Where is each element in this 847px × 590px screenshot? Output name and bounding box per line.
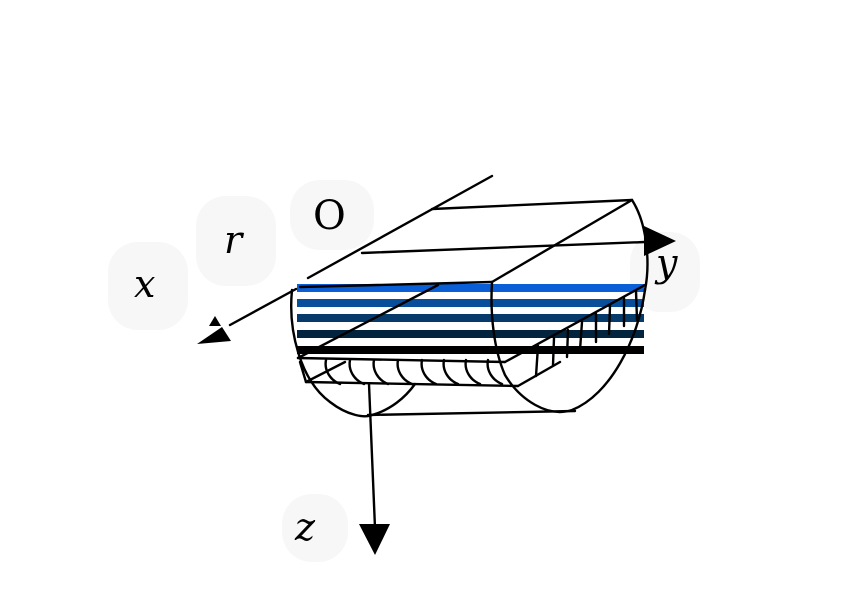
layer-band bbox=[297, 346, 644, 354]
x-axis-tick-marker bbox=[209, 316, 221, 326]
r-axis-label: r bbox=[224, 218, 245, 262]
layer-band bbox=[297, 299, 644, 307]
x-axis-label: x bbox=[134, 262, 155, 306]
layer-band bbox=[297, 314, 644, 322]
origin-label: O bbox=[313, 193, 346, 239]
left-cylinder-arc bbox=[290, 288, 417, 418]
slab-inner-diagonal bbox=[296, 283, 440, 360]
z-axis-arrowhead bbox=[359, 524, 390, 555]
label-halos bbox=[108, 180, 700, 562]
x-axis-arrowhead bbox=[197, 327, 231, 344]
slab-top-front-edge bbox=[298, 280, 494, 289]
hatch-tick bbox=[607, 304, 612, 336]
hatch-curve bbox=[372, 358, 390, 386]
x-axis-line bbox=[228, 287, 298, 327]
z-axis-label: z bbox=[294, 505, 316, 549]
hatch-curve bbox=[442, 358, 460, 386]
z-axis-line bbox=[367, 382, 377, 530]
axes bbox=[197, 226, 676, 555]
hatch-tick bbox=[634, 289, 639, 322]
slab-wireframe bbox=[290, 174, 649, 418]
hatch-tick bbox=[578, 320, 584, 352]
hatch-curve bbox=[348, 358, 366, 386]
hatch-tick bbox=[551, 336, 556, 367]
slab-top-back-edge bbox=[306, 174, 494, 280]
hatch-curve bbox=[464, 358, 482, 386]
side-hatching bbox=[534, 289, 639, 378]
layer-band bbox=[297, 330, 644, 338]
cylinder-base-line bbox=[366, 409, 577, 417]
layer-stack bbox=[297, 284, 644, 354]
slab-bottom-left-diagonal bbox=[304, 360, 347, 384]
slab-top-far-edge bbox=[430, 198, 634, 211]
right-cylinder-arc-front bbox=[490, 280, 647, 414]
hatch-curve bbox=[324, 358, 342, 386]
bottom-hatching bbox=[324, 358, 504, 386]
slab-top-right-edge bbox=[490, 198, 634, 284]
slab-bottom-left-side bbox=[298, 360, 308, 384]
y-axis-arrowhead bbox=[644, 226, 676, 256]
y-axis-label: y bbox=[654, 241, 678, 285]
hatch-curve bbox=[486, 358, 504, 386]
slab-bottom-front-edge bbox=[296, 356, 507, 364]
slab-right-diagonal bbox=[503, 283, 647, 364]
slab-top-mid-edge bbox=[360, 240, 647, 255]
hatch-tick bbox=[534, 344, 540, 378]
hatch-tick bbox=[565, 328, 570, 359]
hatch-curve bbox=[396, 358, 414, 386]
layer-band bbox=[297, 284, 644, 292]
hatch-curve bbox=[420, 358, 438, 386]
